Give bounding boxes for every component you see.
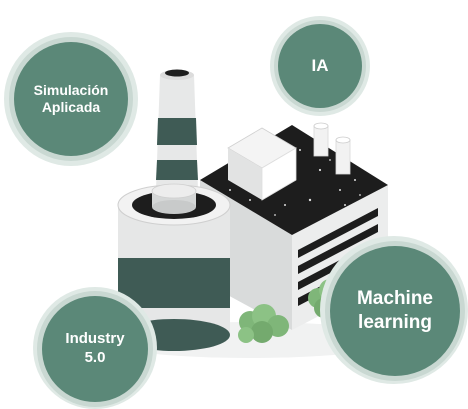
bubble-label-simulacion: Simulación Aplicada — [33, 81, 109, 116]
bubble-ia: IA — [278, 24, 362, 108]
bubble-label-machine-learning: Machine learning — [356, 288, 434, 333]
chimney — [156, 69, 198, 190]
bubble-machine-learning: Machine learning — [330, 246, 460, 376]
bubble-simulacion-aplicada: Simulación Aplicada — [14, 42, 128, 156]
bubble-label-ia: IA — [311, 56, 329, 76]
roof-pipes — [313, 122, 351, 175]
bush-left — [238, 304, 289, 343]
roof-cube — [227, 127, 297, 201]
bubble-industry: Industry 5.0 — [42, 296, 148, 402]
bubble-label-industry: Industry 5.0 — [65, 330, 125, 366]
